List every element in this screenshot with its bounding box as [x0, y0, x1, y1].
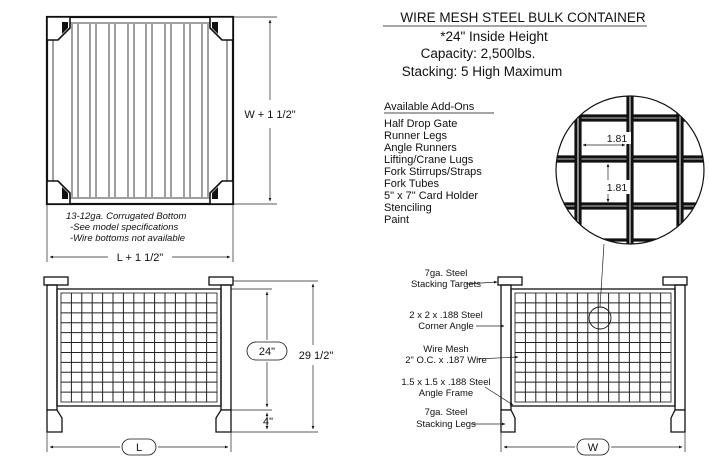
top-view: W + 1 1/2" 13-12ga. Corrugated Bottom -S…: [45, 15, 296, 264]
side-wire-mesh: [61, 293, 217, 402]
width-dimension-label: W + 1 1/2": [244, 109, 295, 121]
length-dimension-label: L + 1 1/2": [117, 252, 164, 264]
addon-item: 5" x 7" Card Holder: [384, 190, 478, 202]
svg-text:2" O.C. x .187 Wire: 2" O.C. x .187 Wire: [405, 355, 487, 366]
top-view-outline: [45, 15, 235, 206]
end-view: W: [497, 276, 688, 456]
mesh-horizontal-spacing: 1.81: [607, 133, 628, 145]
svg-text:Stacking Targets: Stacking Targets: [411, 279, 481, 290]
spec-stacking: Stacking: 5 High Maximum: [402, 64, 563, 79]
side-view: 24" 29 1/2" 4" L: [43, 276, 334, 456]
addon-item: Paint: [384, 214, 409, 226]
addon-item: Runner Legs: [384, 130, 447, 142]
addons-heading: Available Add-Ons: [384, 101, 475, 113]
end-wire-mesh: [515, 293, 671, 402]
addon-item: Fork Tubes: [384, 178, 440, 190]
addon-item: Stenciling: [384, 202, 432, 214]
addon-item: Fork Stirrups/Straps: [384, 166, 482, 178]
svg-text:Angle Frame: Angle Frame: [419, 388, 473, 399]
svg-text:Corner Angle: Corner Angle: [418, 321, 473, 332]
spec-inside-height: *24" Inside Height: [440, 29, 548, 44]
leg-height-label: 4": [263, 416, 273, 428]
mesh-vertical-spacing: 1.81: [607, 182, 628, 194]
total-height-label: 29 1/2": [299, 350, 334, 362]
corrugated-bottom: [71, 24, 209, 197]
callout-wire-mesh: Wire Mesh: [423, 344, 468, 355]
bottom-note-line-2: -See model specifications: [70, 222, 178, 233]
top-view-inner-frame: [52, 22, 228, 199]
bottom-note-line-3: -Wire bottoms not available: [70, 233, 185, 244]
corner-posts: [46, 16, 234, 205]
page-title: WIRE MESH STEEL BULK CONTAINER: [400, 10, 646, 25]
bottom-note-line-1: 13-12ga. Corrugated Bottom: [66, 211, 186, 222]
callout-stacking-targets: 7ga. Steel: [425, 268, 468, 279]
inside-height-label: 24": [259, 346, 275, 358]
spec-capacity: Capacity: 2,500lbs.: [421, 46, 536, 61]
svg-text:Stacking Legs: Stacking Legs: [416, 419, 476, 430]
callouts: 7ga. Steel Stacking Targets 2 x 2 x .188…: [401, 268, 519, 430]
callout-angle-frame: 1.5 x 1.5 x .188 Steel: [401, 377, 490, 388]
addon-item: Half Drop Gate: [384, 118, 457, 130]
callout-corner-angle: 2 x 2 x .188 Steel: [409, 310, 482, 321]
addon-item: Angle Runners: [384, 142, 457, 154]
addons-list: Available Add-Ons Half Drop Gate Runner …: [384, 101, 494, 226]
callout-stacking-legs: 7ga. Steel: [425, 407, 468, 418]
end-width-label: W: [588, 442, 599, 454]
side-length-label: L: [136, 442, 142, 454]
addon-item: Lifting/Crane Lugs: [384, 154, 474, 166]
